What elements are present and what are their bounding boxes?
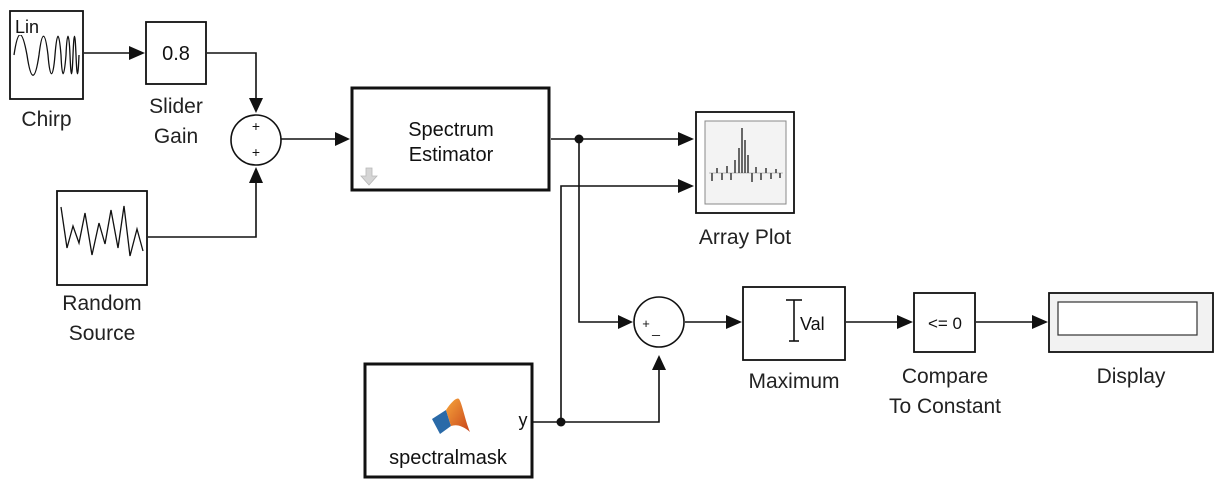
slider-gain-block[interactable]: 0.8 xyxy=(145,21,207,85)
arrowhead xyxy=(618,315,633,329)
line-mask-to-subtract[interactable] xyxy=(533,370,660,423)
branch-point xyxy=(574,134,584,144)
signal-lines xyxy=(84,46,1048,423)
chirp-icon-text: Lin xyxy=(15,17,39,37)
compare-label: Compare To Constant xyxy=(874,362,1016,422)
random-source-block[interactable] xyxy=(56,190,148,286)
compare-label-line1: Compare xyxy=(901,365,989,388)
arrowhead xyxy=(249,167,263,183)
chirp-block[interactable]: Lin xyxy=(9,10,84,100)
subtract-sign-bottom: _ xyxy=(651,320,660,336)
display-label: Display xyxy=(1096,365,1166,388)
slider-gain-label-line2: Gain xyxy=(153,125,199,148)
arrowhead xyxy=(897,315,913,329)
sum-sign-top: + xyxy=(252,118,260,134)
spectralmask-label: spectralmask xyxy=(389,447,508,469)
arrowhead xyxy=(678,179,694,193)
slider-gain-label-line1: Slider xyxy=(149,95,203,118)
display-readout xyxy=(1057,301,1198,336)
gain-value: 0.8 xyxy=(162,43,190,65)
chirp-label: Chirp xyxy=(21,108,72,131)
line-gain-to-sum[interactable] xyxy=(207,52,257,98)
subtract-block[interactable]: + _ xyxy=(633,296,685,348)
array-plot-icon xyxy=(709,128,783,182)
compare-block[interactable]: <= 0 xyxy=(913,292,976,353)
arrowhead xyxy=(652,355,666,370)
branch-point xyxy=(556,417,566,427)
slider-gain-label: Slider Gain xyxy=(126,92,226,152)
spectralmask-port-label: y xyxy=(519,410,528,430)
maximum-icon-text: Val xyxy=(800,314,825,334)
sum-block[interactable]: + + xyxy=(230,114,282,166)
random-source-label: Random Source xyxy=(42,289,162,349)
array-plot-block[interactable] xyxy=(695,111,795,214)
arrowhead xyxy=(726,315,742,329)
line-random-to-sum[interactable] xyxy=(148,183,257,238)
arrowhead xyxy=(678,132,694,146)
estimator-label-line1: Spectrum xyxy=(408,119,494,141)
spectrum-estimator-block[interactable]: Spectrum Estimator xyxy=(350,86,551,192)
maximum-icon xyxy=(786,299,802,342)
random-source-label-line2: Source xyxy=(68,322,136,345)
arrowhead xyxy=(335,132,350,146)
display-block[interactable] xyxy=(1048,292,1214,353)
line-mask-to-arrayplot[interactable] xyxy=(560,185,678,422)
spectralmask-block[interactable]: y spectralmask xyxy=(363,362,534,479)
chirp-signal-icon xyxy=(13,34,80,76)
compare-label-line2: To Constant xyxy=(888,395,1002,418)
random-signal-icon xyxy=(60,205,144,257)
array-plot-label: Array Plot xyxy=(698,226,792,249)
arrowhead xyxy=(1032,315,1048,329)
compare-icon-text: <= 0 xyxy=(928,314,962,333)
mask-arrow-icon xyxy=(360,167,378,186)
matlab-logo-icon xyxy=(432,398,470,434)
estimator-label-line2: Estimator xyxy=(409,144,494,166)
sum-sign-bottom: + xyxy=(252,144,260,160)
subtract-sign-left: + xyxy=(642,316,650,331)
maximum-block[interactable]: Val xyxy=(742,286,846,361)
arrowhead xyxy=(249,98,263,113)
maximum-label: Maximum xyxy=(748,370,840,393)
arrowhead xyxy=(129,46,145,60)
line-estimator-to-subtract[interactable] xyxy=(578,139,618,323)
random-source-label-line1: Random xyxy=(62,292,142,315)
